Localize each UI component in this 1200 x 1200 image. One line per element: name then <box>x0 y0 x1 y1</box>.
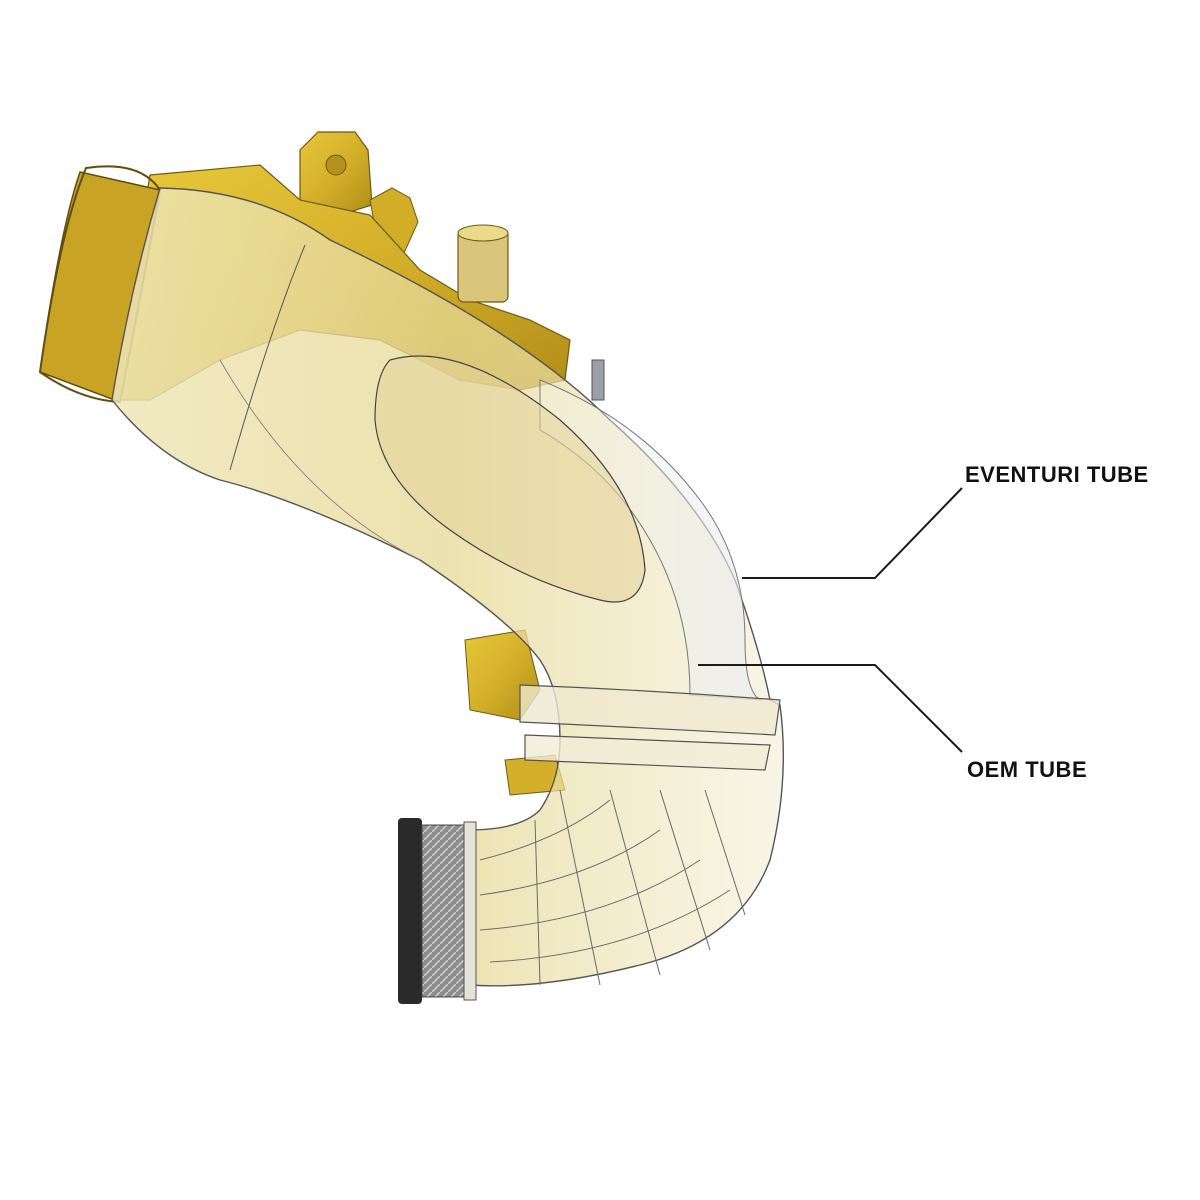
leader-eventuri <box>742 487 963 579</box>
outlet-mesh <box>421 824 465 998</box>
oem-tube-label: OEM TUBE <box>967 757 1088 782</box>
oval-recess <box>374 355 646 603</box>
leader-oem <box>698 664 963 753</box>
bracket-hole <box>325 154 347 176</box>
eventuri-tube <box>111 187 785 1004</box>
eventuri-tube-label: EVENTURI TUBE <box>965 462 1149 487</box>
sensor-pin <box>591 359 605 401</box>
tube-ribs <box>479 789 746 986</box>
coupling-band-lower <box>524 734 771 771</box>
coupling-band-upper <box>519 684 781 736</box>
callout-leaders <box>698 487 963 753</box>
outlet-coupler <box>398 818 422 1004</box>
